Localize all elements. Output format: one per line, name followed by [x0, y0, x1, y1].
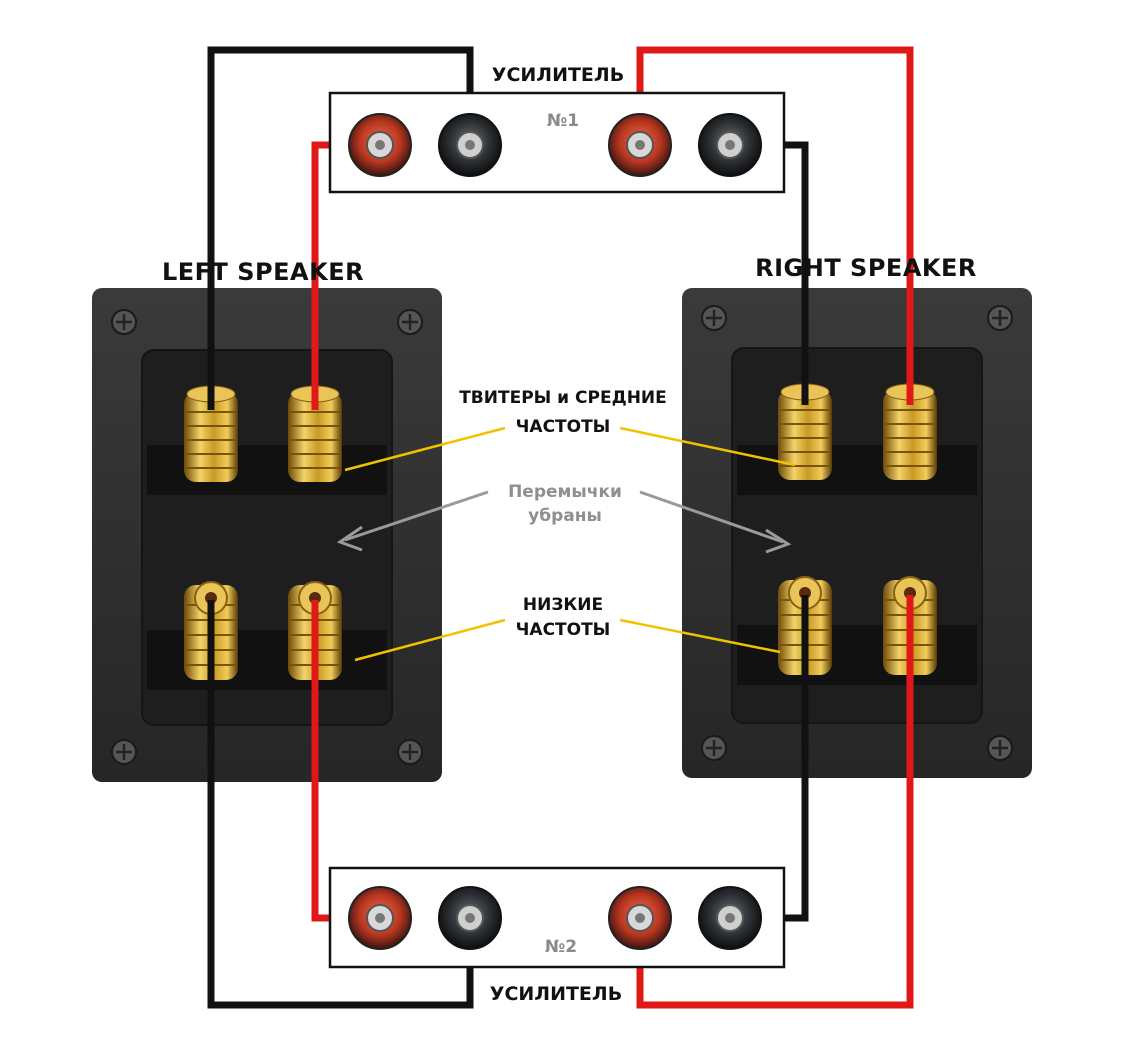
callout-line-hf-right [619, 426, 796, 467]
right-speaker-label: RIGHT SPEAKER [755, 254, 977, 282]
screw-icon [111, 739, 137, 765]
screw-icon [111, 309, 137, 335]
callout-line-lf-right [619, 618, 781, 654]
jumpers-label-line1: Перемычки [508, 482, 622, 502]
screw-icon [987, 735, 1013, 761]
high-mid-label-line1: ТВИТЕРЫ и СРЕДНИЕ [459, 388, 667, 408]
right-lf-positive-post [883, 576, 937, 675]
amplifier-1-label: УСИЛИТЕЛЬ [492, 64, 624, 86]
arrow-left-icon [336, 490, 489, 552]
screw-icon [987, 305, 1013, 331]
amp2-right-positive-terminal [608, 886, 672, 950]
amplifier-2-label: УСИЛИТЕЛЬ [490, 983, 622, 1005]
amp1-right-positive-terminal [608, 113, 672, 177]
left-speaker-label: LEFT SPEAKER [162, 258, 364, 286]
right-speaker-terminal-plate [682, 288, 1032, 778]
low-label-line2: ЧАСТОТЫ [516, 620, 611, 640]
screw-icon [397, 309, 423, 335]
callout-lines [344, 426, 796, 662]
screw-icon [397, 739, 423, 765]
amplifier-1-number: №1 [547, 111, 579, 131]
amp1-right-negative-terminal [698, 113, 762, 177]
amp2-right-negative-terminal [698, 886, 762, 950]
high-mid-label-line2: ЧАСТОТЫ [516, 417, 611, 437]
amp1-left-negative-terminal [438, 113, 502, 177]
callout-line-hf-left [344, 426, 506, 472]
amp2-left-negative-terminal [438, 886, 502, 950]
amp1-left-positive-terminal [348, 113, 412, 177]
screw-icon [701, 735, 727, 761]
amplifier-1: УСИЛИТЕЛЬ №1 [328, 64, 786, 194]
arrow-right-icon [639, 490, 792, 554]
amplifier-2-number: №2 [545, 937, 577, 957]
low-label-line1: НИЗКИЕ [523, 595, 603, 615]
amp2-left-positive-terminal [348, 886, 412, 950]
screw-icon [701, 305, 727, 331]
left-speaker-terminal-plate [92, 288, 442, 782]
wire-ends [207, 282, 914, 790]
callout-line-lf-left [354, 618, 506, 662]
right-hf-positive-post [883, 383, 937, 480]
jumpers-label-line2: убраны [528, 506, 602, 526]
amplifier-2: №2 УСИЛИТЕЛЬ [328, 866, 786, 1005]
jumper-arrows [336, 490, 792, 554]
